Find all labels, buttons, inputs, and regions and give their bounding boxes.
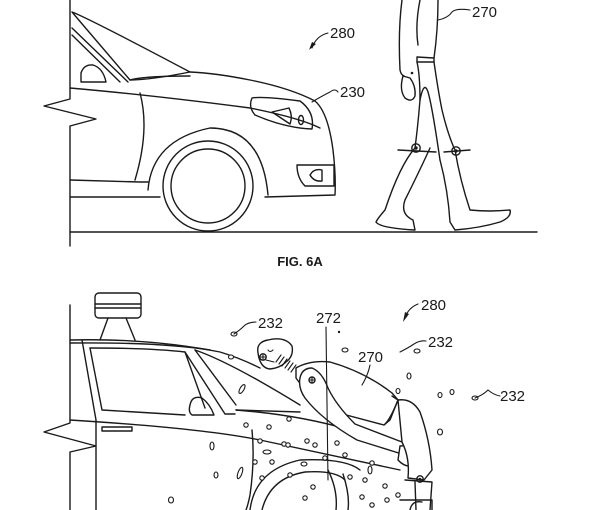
- label-270-top: 270: [472, 4, 497, 21]
- side-mirror: [80, 64, 107, 83]
- break-line-bottom: [43, 304, 97, 510]
- leader-232-mid: [399, 340, 427, 353]
- leader-270-top: [437, 8, 471, 21]
- leader-232-right: [474, 389, 501, 399]
- label-232-right: 232: [500, 388, 525, 405]
- neck-spring-272: [275, 354, 297, 373]
- front-wheel: [162, 140, 254, 232]
- arrowhead-280-top: [309, 42, 316, 50]
- label-232-left: 232: [258, 315, 283, 332]
- fog-light: [296, 164, 335, 187]
- leader-272: [325, 326, 329, 481]
- pedestrian-270-bottom: [257, 338, 433, 510]
- vehicle-230: [69, 11, 336, 232]
- roof-sensor: [94, 292, 142, 341]
- label-272: 272: [316, 310, 341, 327]
- label-270-bottom: 270: [358, 349, 383, 366]
- vehicle-230-bottom: [69, 339, 433, 510]
- figure-caption: FIG. 6A: [277, 254, 323, 269]
- fig-6a: 270 280 230 FIG. 6A: [43, 0, 538, 269]
- adhesive-particles-232: [167, 330, 479, 508]
- arrowhead-280-bottom: [403, 312, 409, 322]
- label-232-mid: 232: [428, 334, 453, 351]
- head: [257, 338, 294, 370]
- leader-270-bottom: [361, 364, 371, 386]
- label-230: 230: [340, 84, 365, 101]
- label-280-top: 280: [330, 25, 355, 42]
- pedestrian-270: [375, 0, 511, 231]
- headlight: [249, 96, 314, 130]
- fig-6b: 232 272 270 280 232 232: [43, 292, 525, 510]
- leader-230: [311, 89, 339, 103]
- side-mirror-bottom: [188, 396, 215, 416]
- leader-280-top: [311, 32, 329, 49]
- break-line-top: [43, 0, 97, 247]
- leader-232-left: [233, 321, 257, 335]
- label-280-bottom: 280: [421, 297, 446, 314]
